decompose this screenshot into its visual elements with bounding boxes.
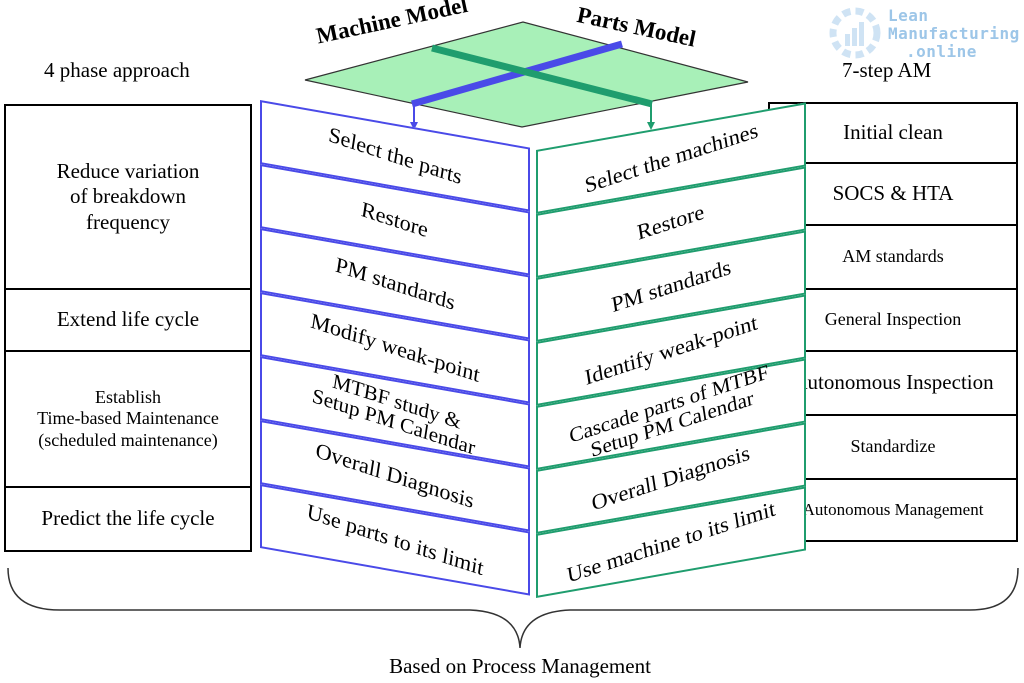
- top-plane: [304, 21, 749, 130]
- right-box-5: Autonomous Inspection: [768, 350, 1018, 416]
- machine-step-label: PM standards: [333, 251, 457, 315]
- bottom-brace: [7, 567, 1019, 649]
- machine-step-label: Select the parts: [326, 121, 464, 190]
- parts-step-label: PM standards: [609, 254, 733, 318]
- left-heading: 4 phase approach: [44, 58, 190, 82]
- brace-path: [7, 567, 1019, 649]
- right-box-4: General Inspection: [768, 288, 1018, 352]
- blue-arrow-head: [410, 122, 418, 130]
- blue-bar: [411, 40, 623, 108]
- left-box-2: Extend life cycle: [4, 288, 252, 352]
- logo-line-2: Manufacturing: [888, 24, 1020, 43]
- right-box-2: SOCS & HTA: [768, 162, 1018, 226]
- logo-line-3: .online: [906, 42, 977, 61]
- machine-step-label: Restore: [359, 196, 431, 243]
- left-box-4: Predict the life cycle: [4, 486, 252, 552]
- parts-step-label: Restore: [635, 198, 706, 245]
- footer-caption: Based on Process Management: [389, 654, 651, 678]
- logo-line-1: Lean: [888, 6, 929, 25]
- logo: Lean Manufacturing .online: [826, 4, 1024, 64]
- green-arrow-head: [647, 122, 655, 130]
- gear-chart-icon: [829, 7, 881, 59]
- green-bar: [431, 44, 653, 108]
- right-box-7: Autonomous Management: [768, 478, 1018, 542]
- right-heading: 7-step AM: [842, 58, 932, 82]
